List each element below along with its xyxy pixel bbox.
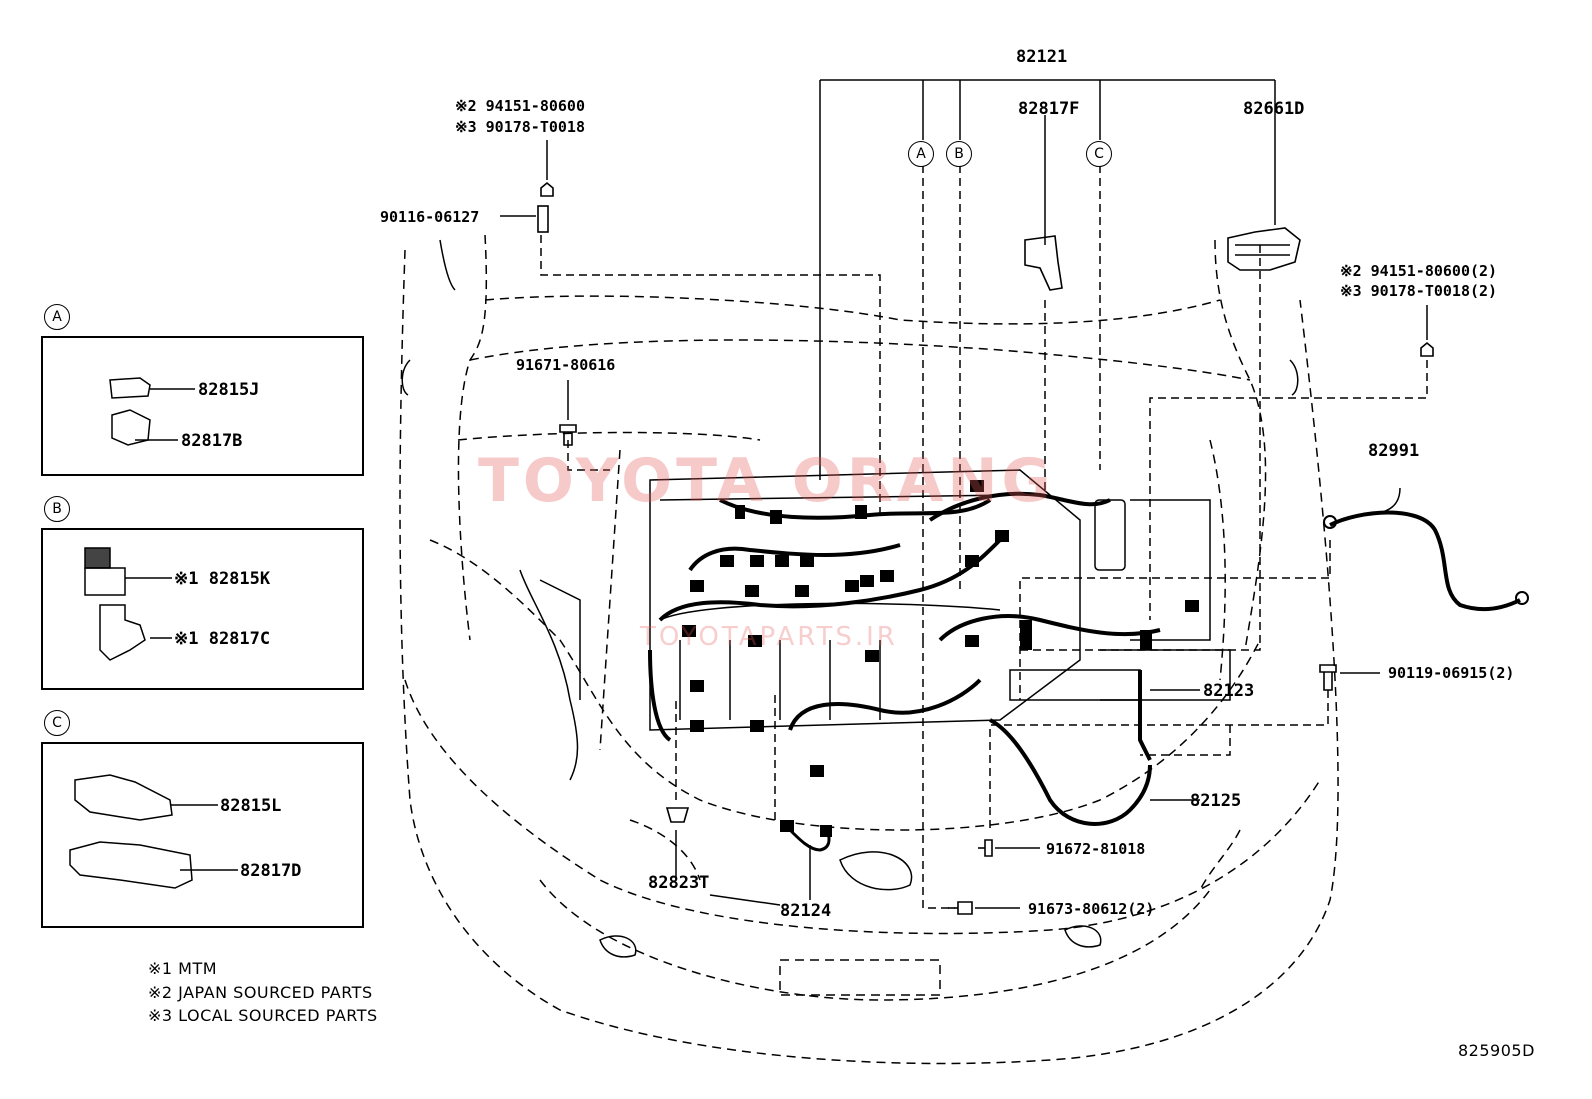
part-label-82121[interactable]: 82121 [1016,47,1068,67]
part-label-82125[interactable]: 82125 [1190,791,1242,811]
part-label-bolt-91673[interactable]: 91673-80612(2) [1028,900,1155,918]
engine-block [519,469,1231,781]
footnote-1: ※1 MTM [148,959,218,978]
part-label-bolt-91672[interactable]: 91672-81018 [1046,840,1146,858]
wiring-harness [648,491,1161,742]
car-body-outline [399,234,1339,1065]
part-label-nut-94151-right[interactable]: ※2 94151-80600(2) [1340,262,1498,280]
part-label-bolt-90119[interactable]: 90119-06915(2) [1388,664,1515,682]
part-label-82815K[interactable]: ※1 82815K [174,569,271,589]
ref-b-marker: B [946,141,972,167]
section-part-drawings [69,377,193,889]
section-c-marker: C [44,710,70,736]
section-b-marker: B [44,496,70,522]
part-label-nut-94151-top[interactable]: ※2 94151-80600 [455,97,585,115]
part-label-82123[interactable]: 82123 [1203,681,1255,701]
ref-a-marker: A [908,141,934,167]
cable-82124 [788,828,831,852]
part-label-stud-90116[interactable]: 90116-06127 [380,208,480,226]
watermark-subtext: TOYOTAPARTS.IR [640,622,898,652]
section-a-box [41,336,364,476]
section-c-box [41,742,364,928]
footnote-3: ※3 LOCAL SOURCED PARTS [148,1006,378,1025]
part-label-82817D[interactable]: 82817D [240,861,302,881]
section-b-box [41,528,364,690]
part-label-82817B[interactable]: 82817B [181,431,243,451]
harness-connectors [682,480,1199,837]
part-label-82124[interactable]: 82124 [780,901,832,921]
diagram-id-code: 825905D [1458,1041,1535,1060]
ref-c-marker: C [1086,141,1112,167]
part-label-nut-90178-top[interactable]: ※3 90178-T0018 [455,118,585,136]
part-label-82823T[interactable]: 82823T [648,873,710,893]
cable-82991 [1329,510,1521,612]
dashed-leaders [540,165,1428,909]
part-label-bolt-91671[interactable]: 91671-80616 [516,356,616,374]
watermark-text: TOYOTA ORANG [478,446,1055,516]
part-label-82661D[interactable]: 82661D [1243,99,1305,119]
footnote-2: ※2 JAPAN SOURCED PARTS [148,983,373,1002]
part-label-nut-90178-right[interactable]: ※3 90178-T0018(2) [1340,282,1498,300]
section-a-marker: A [44,304,70,330]
part-label-82815L[interactable]: 82815L [220,796,282,816]
hardware-icons [537,181,1434,915]
part-label-82817F[interactable]: 82817F [1018,99,1080,119]
cable-82125 [989,718,1152,826]
part-label-82991[interactable]: 82991 [1368,441,1420,461]
part-label-82815J[interactable]: 82815J [198,380,260,400]
part-label-82817C[interactable]: ※1 82817C [174,629,271,649]
